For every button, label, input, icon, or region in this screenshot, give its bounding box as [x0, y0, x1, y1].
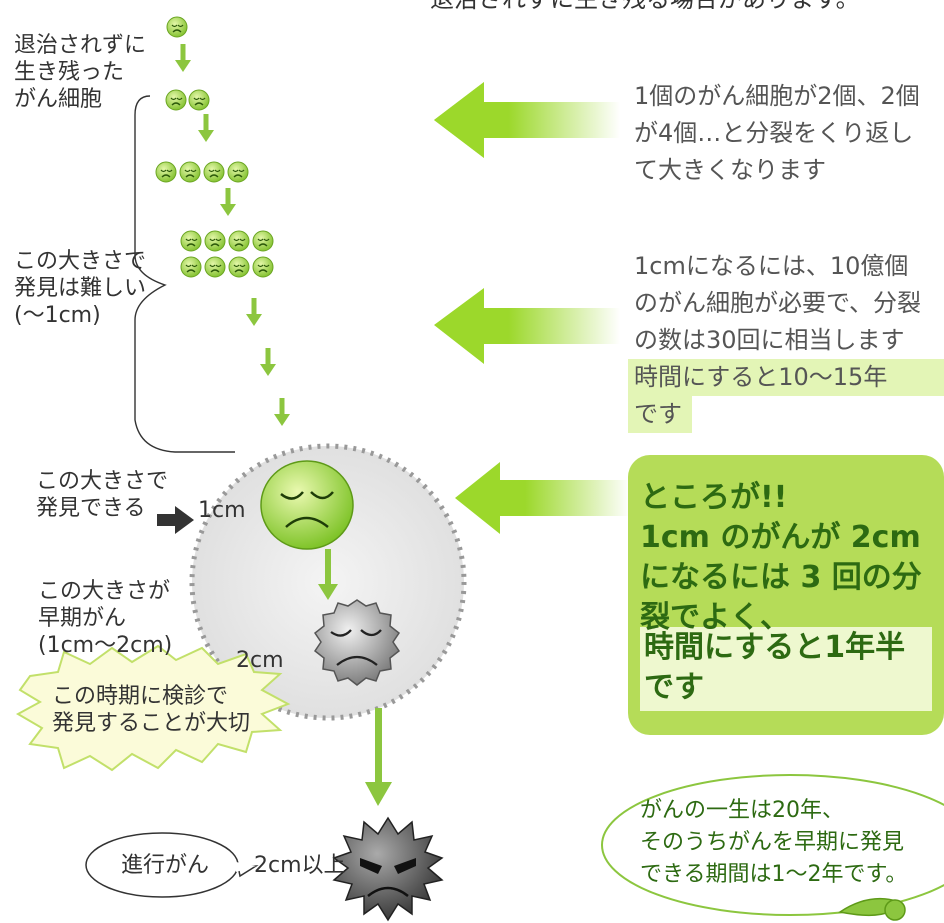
however-text: ところが!! 1cm のがんが 2cm になるには 3 回の分 裂でよく、 — [640, 480, 922, 635]
bracket — [134, 95, 235, 453]
arrow-down-icon — [175, 44, 191, 72]
arrow-down-icon — [246, 298, 262, 326]
arrow-down-icon — [260, 348, 276, 376]
cell-advanced — [332, 816, 444, 922]
cell-1 — [166, 16, 188, 38]
size-2cm: 2cm — [236, 648, 284, 673]
survivor-label: 退治されずに 生き残った がん細胞 — [14, 33, 147, 112]
speech-bubble — [601, 774, 944, 916]
size-2cm-plus: 2cm以上 — [254, 853, 346, 878]
hard-to-find-label: この大きさで 発見は難しい (〜1cm) — [14, 249, 147, 328]
pointer-arrow-icon — [157, 506, 194, 534]
arrow-left-icon — [434, 288, 620, 364]
early-label: この大きさが 早期がん (1cm〜2cm) — [38, 579, 173, 658]
however-time-text: 時間にすると1年半 です — [644, 630, 906, 705]
advanced-label: 進行がん — [121, 853, 210, 878]
arrow-down-icon — [274, 398, 290, 426]
arrow-down-icon — [198, 114, 214, 142]
one-cm-time-2: です — [628, 396, 692, 433]
one-cm-time-1: 時間にすると10〜15年 — [628, 359, 944, 396]
arrow-left-icon — [434, 82, 620, 158]
arrow-down-icon — [220, 188, 236, 216]
arrow-left-icon — [455, 462, 630, 534]
checkup-burst — [15, 644, 291, 772]
findable-label: この大きさで 発見できる — [36, 469, 169, 521]
size-1cm: 1cm — [198, 498, 246, 523]
cell-1cm — [260, 460, 354, 550]
division-text: 1個のがん細胞が2個、2個 が4個…と分裂をくり返し て大きくなります — [634, 82, 920, 184]
bubble-text: がんの一生は20年、 そのうちがんを早期に発見 できる期間は1〜2年です。 — [640, 798, 908, 887]
however-highlight — [640, 627, 932, 711]
cell-2cm — [313, 599, 401, 686]
one-cm-text: 1cmになるには、10億個 のがん細胞が必要で、分裂 の数は30回に相当します — [634, 252, 922, 354]
top-partial-text: 退治されずに生き残る場合があります。 — [430, 0, 860, 13]
checkup-burst-text: この時期に検診で 発見することが大切 — [52, 684, 251, 736]
